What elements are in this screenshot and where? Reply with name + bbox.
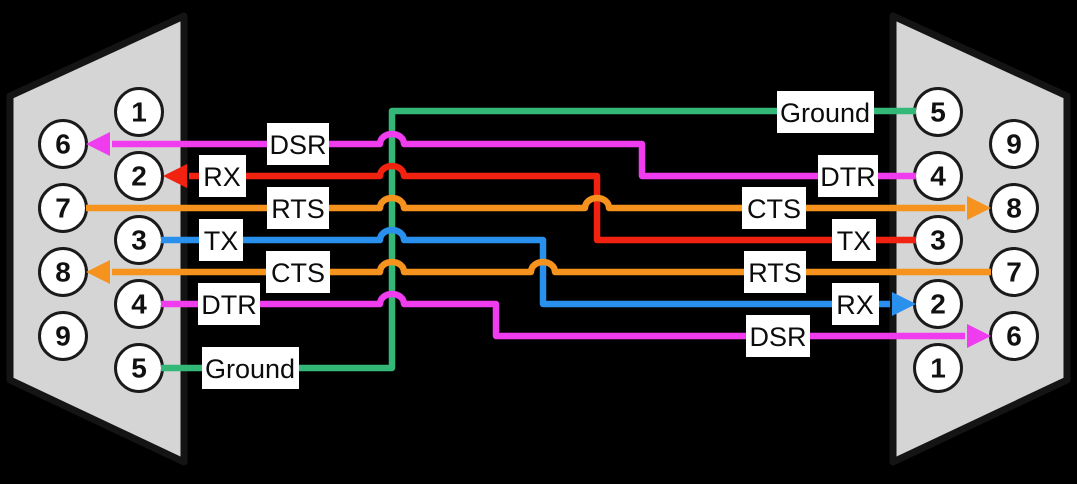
left-pin-2-circle (114, 151, 164, 201)
label-rts-left: RTS (271, 194, 325, 224)
left-pin-1-number: 1 (131, 97, 147, 128)
wire-labels: DSR RX RTS TX CTS DTR Ground Ground DTR … (198, 91, 879, 389)
wire-dtr (161, 290, 965, 340)
wire-tx-arrowhead (892, 292, 916, 316)
label-dtr-left: DTR (201, 290, 257, 320)
left-pin-2-number: 2 (131, 161, 147, 192)
label-cts-left: CTS (271, 258, 325, 288)
right-pin-4-number: 4 (930, 161, 946, 192)
label-box-dtr-right (818, 155, 878, 197)
wire-dtr-arrowhead (967, 324, 991, 348)
label-box-dsr-left (267, 123, 329, 165)
wire-rts (86, 194, 965, 212)
right-pin-1-number: 1 (930, 353, 946, 384)
right-pin-3-number: 3 (930, 225, 946, 256)
wire-rx-arrowhead (163, 164, 187, 188)
label-dsr-left: DSR (269, 130, 326, 160)
wire-dsr (112, 130, 916, 180)
right-pin-6-number: 6 (1006, 321, 1022, 352)
right-pin-1-circle (913, 343, 963, 393)
right-pin-9-circle (989, 119, 1039, 169)
label-box-dsr-right (746, 315, 810, 357)
right-pin-2-number: 2 (930, 289, 946, 320)
left-pin-9-number: 9 (55, 321, 71, 352)
label-rts-right: RTS (748, 258, 802, 288)
wire-cts-arrowhead (86, 260, 110, 284)
left-pin-6-number: 6 (55, 129, 71, 160)
label-rx-left: RX (203, 162, 241, 192)
right-pin-7-number: 7 (1006, 257, 1022, 288)
label-dtr-right: DTR (820, 162, 876, 192)
left-pin-5-number: 5 (131, 353, 147, 384)
label-box-cts-left (266, 251, 330, 293)
wire-dsr-arrowhead (86, 132, 110, 156)
label-box-tx-left (199, 219, 243, 261)
left-pin-9-circle (38, 311, 88, 361)
label-box-tx-right (832, 219, 876, 261)
label-rx-right: RX (836, 290, 874, 320)
wire-rx (189, 162, 916, 244)
wire-rts-arrowhead (967, 196, 991, 220)
right-pin-9-number: 9 (1006, 129, 1022, 160)
left-pin-4-number: 4 (131, 289, 147, 320)
label-box-cts-right (742, 187, 806, 229)
label-box-ground-right (777, 91, 874, 133)
label-box-rts-right (744, 251, 806, 293)
label-cts-right: CTS (747, 194, 801, 224)
label-box-ground-left (202, 347, 299, 389)
wire-cts (112, 258, 991, 276)
right-connector: 5 4 3 2 1 9 8 7 6 (889, 12, 1071, 466)
label-ground-right: Ground (780, 98, 870, 128)
label-box-dtr-left (198, 283, 260, 325)
label-box-rx-right (832, 283, 879, 325)
left-pin-3-number: 3 (131, 225, 147, 256)
right-pin-8-number: 8 (1006, 193, 1022, 224)
right-pin-5-number: 5 (930, 97, 946, 128)
left-connector: 1 2 3 4 5 6 7 8 9 (6, 12, 188, 466)
label-dsr-right: DSR (749, 322, 806, 352)
label-box-rts-left (267, 187, 329, 229)
left-pin-8-number: 8 (55, 257, 71, 288)
label-ground-left: Ground (205, 354, 295, 384)
left-pin-7-number: 7 (55, 193, 71, 224)
label-tx-left: TX (204, 226, 239, 256)
label-box-rx-left (199, 155, 246, 197)
wire-tx (161, 226, 890, 308)
label-tx-right: TX (837, 226, 872, 256)
left-pin-1-circle (114, 87, 164, 137)
